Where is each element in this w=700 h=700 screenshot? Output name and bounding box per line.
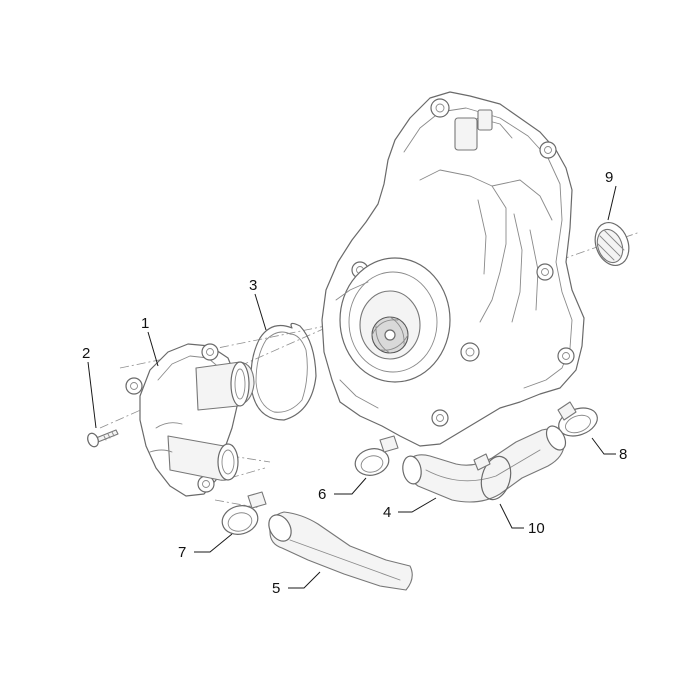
callout-4: 4 — [383, 504, 391, 521]
callout-labels: 1 2 3 4 5 6 7 8 9 10 — [82, 169, 627, 597]
o-ring-gasket — [250, 322, 317, 421]
leader-lines — [87, 185, 617, 589]
callout-7: 7 — [178, 544, 186, 561]
screw — [87, 429, 119, 448]
callout-5: 5 — [272, 580, 280, 597]
callout-3: 3 — [249, 277, 257, 294]
impeller-seal — [594, 222, 630, 266]
hose-clamp-8 — [557, 401, 598, 437]
crankcase-cover — [321, 91, 585, 447]
callout-2: 2 — [82, 345, 90, 362]
callout-8: 8 — [619, 446, 627, 463]
hose-clamp-6 — [354, 435, 399, 476]
callout-1: 1 — [141, 315, 149, 332]
impeller — [371, 316, 409, 354]
callout-9: 9 — [605, 169, 613, 186]
pump-inlet-hose — [268, 511, 413, 591]
hose-clamp-10 — [473, 453, 512, 501]
callout-10: 10 — [528, 520, 545, 537]
callout-6: 6 — [318, 486, 326, 503]
water-pump-cover — [125, 343, 255, 497]
hose-clamp-7 — [221, 491, 267, 535]
